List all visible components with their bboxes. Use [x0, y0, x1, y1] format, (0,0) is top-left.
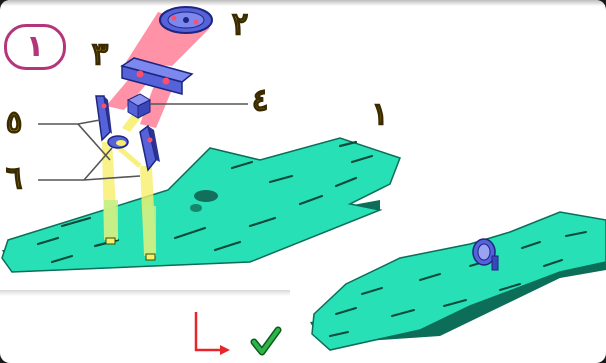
arrow-icon [196, 312, 230, 355]
secondary-plate [310, 212, 606, 350]
label-parallax-mirror: ١ [372, 100, 388, 130]
label-upper-mirror: ٣ [92, 40, 108, 70]
label-input-shaft-mirror: ٢ [232, 10, 248, 40]
label-side-mirror-left: ٥ [6, 108, 22, 138]
main-plate [2, 138, 400, 272]
check-icon [254, 330, 278, 352]
label-side-mirror-right: ٦ [6, 164, 22, 194]
label-center-mirror: ٤ [252, 86, 268, 116]
right-side-mirror [140, 126, 160, 170]
panel-divider [0, 290, 290, 296]
small-lens [108, 136, 128, 148]
wheel-part [160, 7, 212, 33]
step-number-badge: ١ [4, 24, 66, 70]
